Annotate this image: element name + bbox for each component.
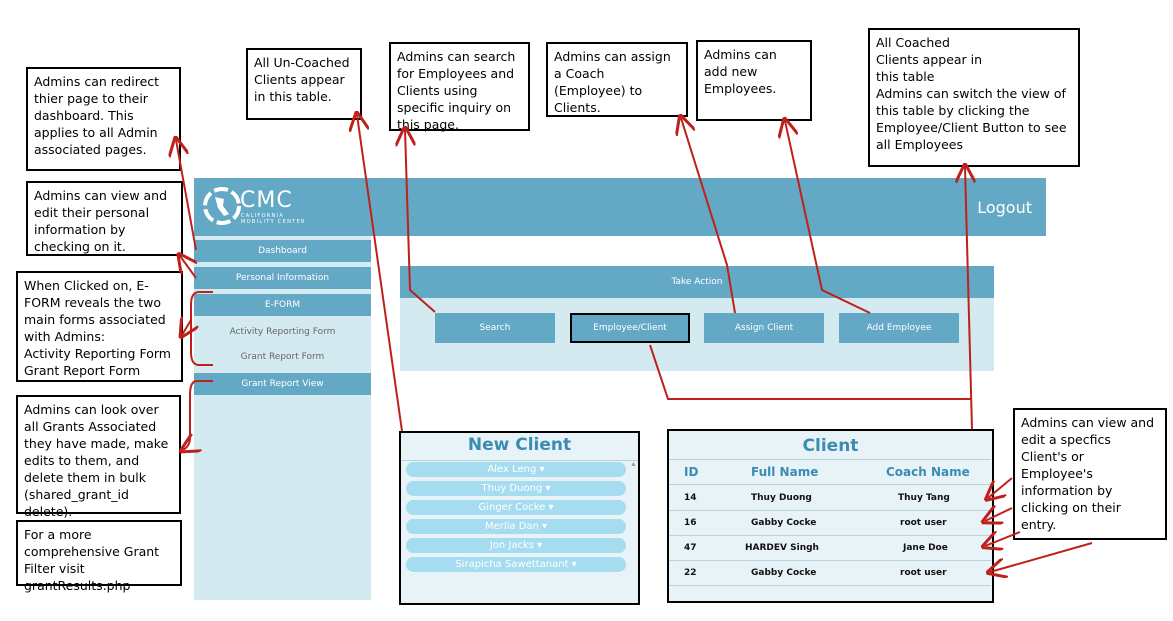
column-header-full-name: Full Name — [751, 465, 819, 479]
note-uncoached-clients: All Un-Coached Clients appear in this ta… — [246, 48, 362, 120]
arrow-uncoached — [357, 115, 403, 432]
arrow-personal — [180, 256, 196, 279]
note-personal-information: Admins can view and edit their personal … — [26, 181, 183, 256]
logo-subtitle: CALIFORNIA MOBILITY CENTER — [241, 213, 306, 225]
client-table-title: Client — [802, 436, 859, 456]
cell-full-name: Thuy Duong — [751, 493, 812, 503]
sidebar-item-eform[interactable]: E-FORM — [194, 294, 371, 316]
cell-full-name: HARDEV Singh — [745, 543, 819, 553]
employee-client-button[interactable]: Employee/Client — [570, 313, 690, 343]
note-dashboard: Admins can redirect thier page to their … — [26, 67, 181, 171]
note-add-employee: Admins can add new Employees. — [696, 40, 812, 121]
new-client-item[interactable]: Merlla Dan ▾ — [406, 519, 626, 534]
note-edit-entries: Admins can view and edit a specfics Clie… — [1013, 408, 1167, 540]
arrow-edit-row3 — [985, 532, 1021, 546]
logo-subtitle-line2: MOBILITY CENTER — [241, 219, 306, 225]
cell-id: 47 — [684, 543, 697, 553]
sidebar-item-grant-report-form[interactable]: Grant Report Form — [240, 352, 325, 362]
cell-coach-name: root user — [900, 518, 947, 528]
sidebar-item-personal-information[interactable]: Personal Information — [194, 267, 371, 289]
take-action-header: Take Action — [400, 266, 994, 298]
column-header-id: ID — [684, 465, 699, 479]
arrow-edit-row4 — [990, 542, 1093, 572]
logo-subtitle-line1: CALIFORNIA — [241, 213, 285, 219]
arrow-edit-row2 — [985, 508, 1013, 521]
note-grant-filter: For a more comprehensive Grant Filter vi… — [16, 520, 182, 593]
divider — [401, 460, 638, 461]
sidebar-item-dashboard[interactable]: Dashboard — [194, 240, 371, 262]
new-client-item[interactable]: Ginger Cocke ▾ — [406, 500, 626, 515]
arrow-search — [405, 130, 436, 313]
note-search: Admins can search for Employees and Clie… — [389, 42, 530, 132]
table-row[interactable]: 14 Thuy Duong Thuy Tang — [669, 486, 991, 510]
note-eform: When Clicked on, E-FORM reveals the two … — [16, 271, 183, 382]
add-employee-button[interactable]: Add Employee — [839, 313, 959, 343]
client-table-panel: Client ID Full Name Coach Name 14 Thuy D… — [667, 429, 994, 603]
scrollbar[interactable]: ▲ — [630, 461, 637, 468]
table-row[interactable]: 16 Gabby Cocke root user — [669, 511, 991, 535]
logo-text: CMC — [240, 188, 293, 213]
cell-id: 22 — [684, 568, 697, 578]
divider — [669, 484, 991, 485]
arrow-coached — [965, 167, 972, 430]
divider — [669, 585, 991, 586]
app-header: CMC CALIFORNIA MOBILITY CENTER Logout — [194, 178, 1046, 236]
note-grant-report-view: Admins can look over all Grants Associat… — [16, 395, 181, 519]
arrow-add — [785, 121, 871, 314]
arrow-eform — [182, 320, 191, 335]
sidebar-item-activity-reporting-form[interactable]: Activity Reporting Form — [229, 327, 336, 337]
assign-client-button[interactable]: Assign Client — [704, 313, 824, 343]
sidebar-item-grant-report-view[interactable]: Grant Report View — [194, 373, 371, 395]
arrow-switch-line — [649, 344, 972, 400]
new-client-item[interactable]: Jon Jacks ▾ — [406, 538, 626, 553]
arrow-assign — [681, 118, 736, 314]
cell-coach-name: root user — [900, 568, 947, 578]
new-client-panel: New Client Alex Leng ▾ Thuy Duong ▾ Ging… — [399, 431, 640, 605]
sidebar: Dashboard Personal Information E-FORM Ac… — [194, 236, 371, 600]
divider — [669, 459, 991, 460]
note-assign-client: Admins can assign a Coach (Employee) to … — [546, 42, 688, 117]
arrow-grants — [183, 380, 213, 450]
table-row[interactable]: 22 Gabby Cocke root user — [669, 561, 991, 585]
new-client-item[interactable]: Sirapicha Sawettanant ▾ — [406, 557, 626, 572]
logout-button[interactable]: Logout — [977, 198, 1032, 217]
cell-full-name: Gabby Cocke — [751, 568, 817, 578]
table-row[interactable]: 47 HARDEV Singh Jane Doe — [669, 536, 991, 560]
cell-id: 14 — [684, 493, 697, 503]
cmc-logo-icon — [203, 187, 241, 225]
arrow-dashboard — [176, 140, 197, 251]
column-header-coach-name: Coach Name — [886, 465, 970, 479]
divider — [669, 535, 991, 536]
divider — [669, 560, 991, 561]
new-client-item[interactable]: Thuy Duong ▾ — [406, 481, 626, 496]
cell-coach-name: Thuy Tang — [898, 493, 950, 503]
new-client-item[interactable]: Alex Leng ▾ — [406, 462, 626, 477]
arrow-edit-row1 — [988, 477, 1013, 498]
cell-id: 16 — [684, 518, 697, 528]
cell-coach-name: Jane Doe — [903, 543, 948, 553]
cell-full-name: Gabby Cocke — [751, 518, 817, 528]
search-button[interactable]: Search — [435, 313, 555, 343]
divider — [669, 510, 991, 511]
bracket-eform — [190, 291, 213, 366]
new-client-title: New Client — [467, 435, 572, 455]
